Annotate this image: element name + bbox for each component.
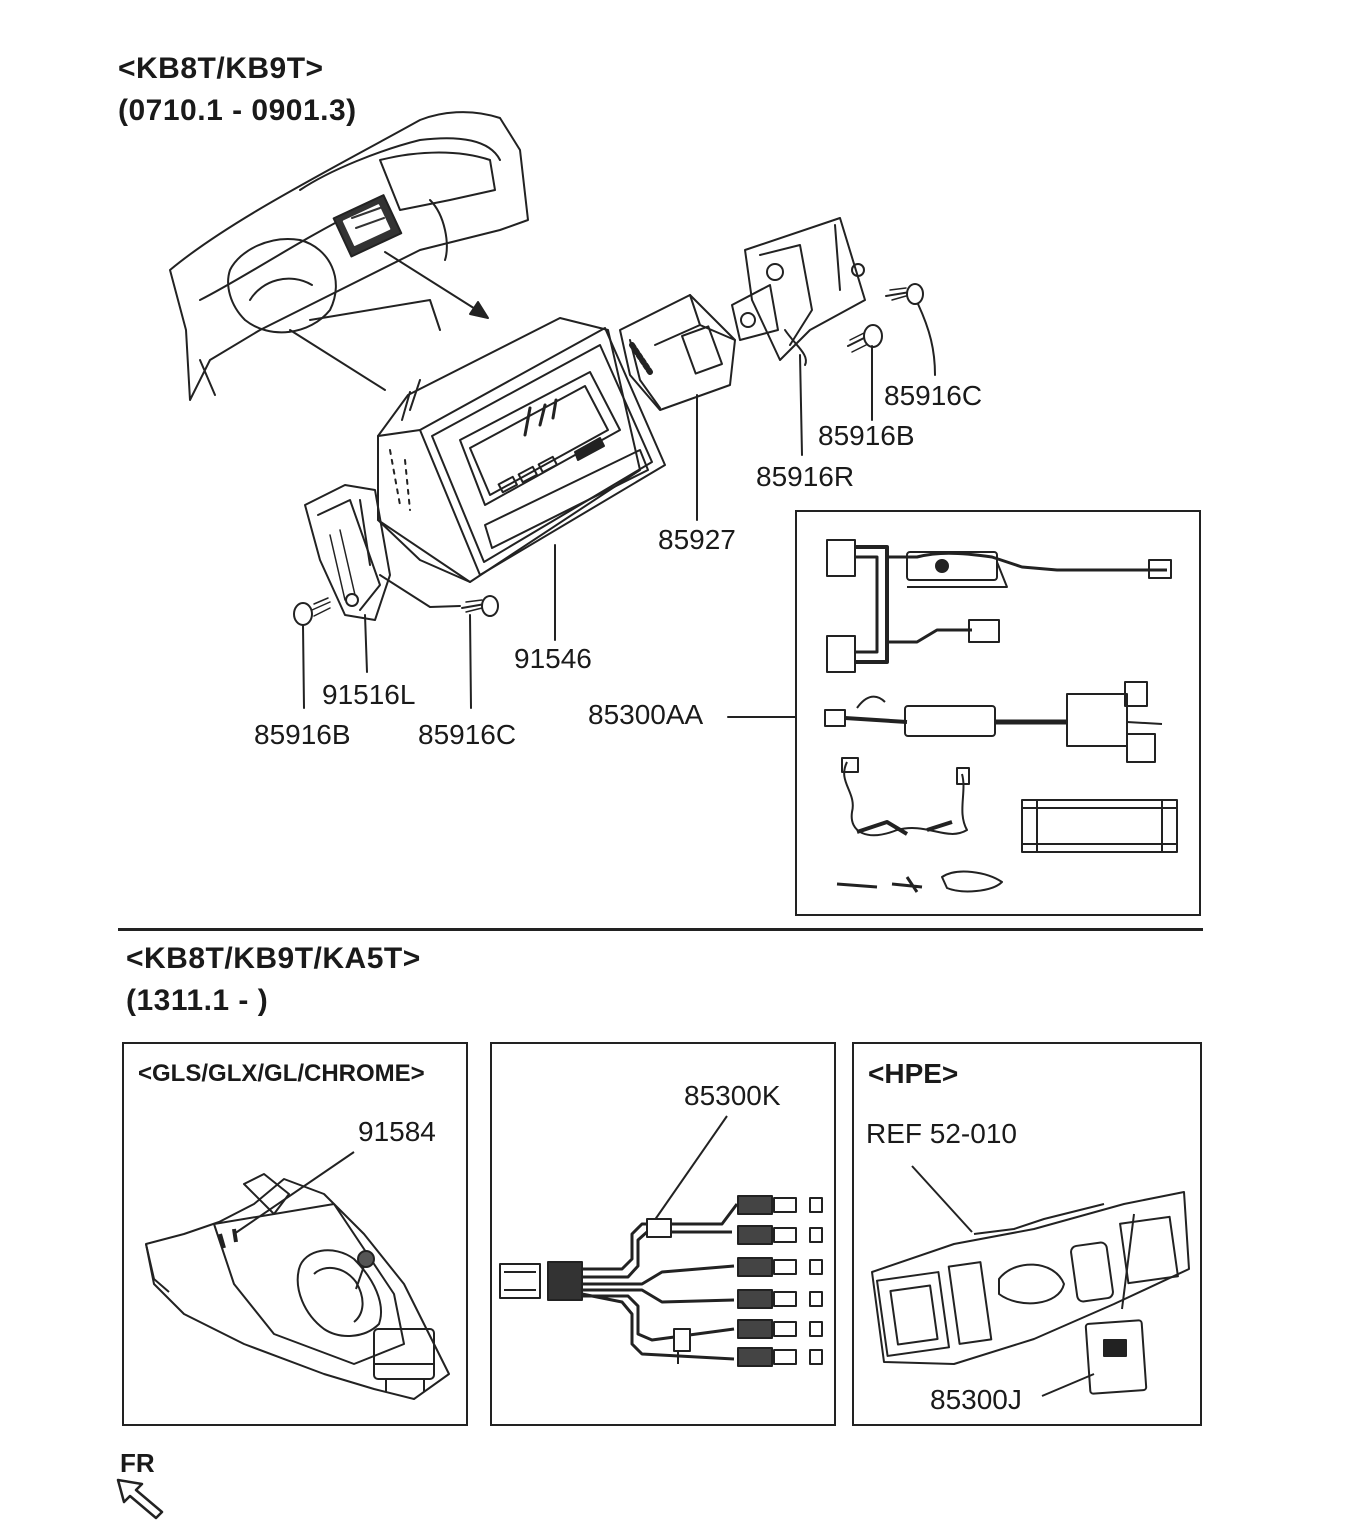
screw-left-c-icon xyxy=(461,595,499,617)
wiring-harness-box xyxy=(795,510,1201,916)
left-bracket-illustration xyxy=(304,484,391,621)
amplifier-illustration xyxy=(619,294,736,411)
section2-date-range: (1311.1 - ) xyxy=(126,984,269,1017)
head-unit-illustration xyxy=(377,317,666,583)
panel-console-heading: <GLS/GLX/GL/CHROME> xyxy=(138,1060,425,1087)
label-85916r: 85916R xyxy=(756,461,855,492)
panel-hpe: <HPE> REF 52-010 85300J xyxy=(852,1042,1202,1426)
harness-connector-group-top xyxy=(826,539,1172,673)
console-illustration xyxy=(145,1151,450,1400)
label-85300j: 85300J xyxy=(930,1384,1022,1415)
section2-title: <KB8T/KB9T/KA5T> xyxy=(126,942,421,975)
panel-console: <GLS/GLX/GL/CHROME> 91584 xyxy=(122,1042,468,1426)
label-85927: 85927 xyxy=(658,524,736,555)
label-91584: 91584 xyxy=(358,1116,436,1147)
aux-harness-illustration xyxy=(499,1115,739,1364)
label-85916b-right: 85916B xyxy=(818,420,915,451)
front-arrow-icon xyxy=(116,1478,164,1520)
panel-aux-harness: 85300K xyxy=(490,1042,836,1426)
label-91546: 91546 xyxy=(514,643,592,674)
harness-small-wires xyxy=(836,757,1003,893)
label-85300k: 85300K xyxy=(684,1080,781,1111)
right-bracket-illustration xyxy=(731,217,866,366)
section1-title: <KB8T/KB9T> xyxy=(118,52,324,85)
section1-date-range: (0710.1 - 0901.3) xyxy=(118,94,357,127)
section-divider xyxy=(118,928,1203,931)
hpe-panel-illustration xyxy=(871,1165,1190,1397)
dashboard-illustration xyxy=(169,111,529,401)
label-85916b-left: 85916B xyxy=(254,719,351,750)
harness-bracket xyxy=(1021,799,1178,853)
install-arrow-icon xyxy=(384,251,489,319)
label-85300aa: 85300AA xyxy=(588,699,704,730)
rca-connectors xyxy=(737,1195,823,1367)
label-91516l: 91516L xyxy=(322,679,416,710)
screw-left-b-icon xyxy=(293,597,331,626)
label-ref-52-010: REF 52-010 xyxy=(866,1118,1017,1149)
label-85916c-right: 85916C xyxy=(884,380,983,411)
label-85916c-left: 85916C xyxy=(418,719,517,750)
harness-connector-group-middle xyxy=(824,681,1163,763)
screw-right-upper-icon xyxy=(885,283,924,305)
screw-right-lower-icon xyxy=(847,324,883,353)
front-marker-label: FR xyxy=(120,1448,155,1478)
panel-hpe-heading: <HPE> xyxy=(868,1058,959,1089)
